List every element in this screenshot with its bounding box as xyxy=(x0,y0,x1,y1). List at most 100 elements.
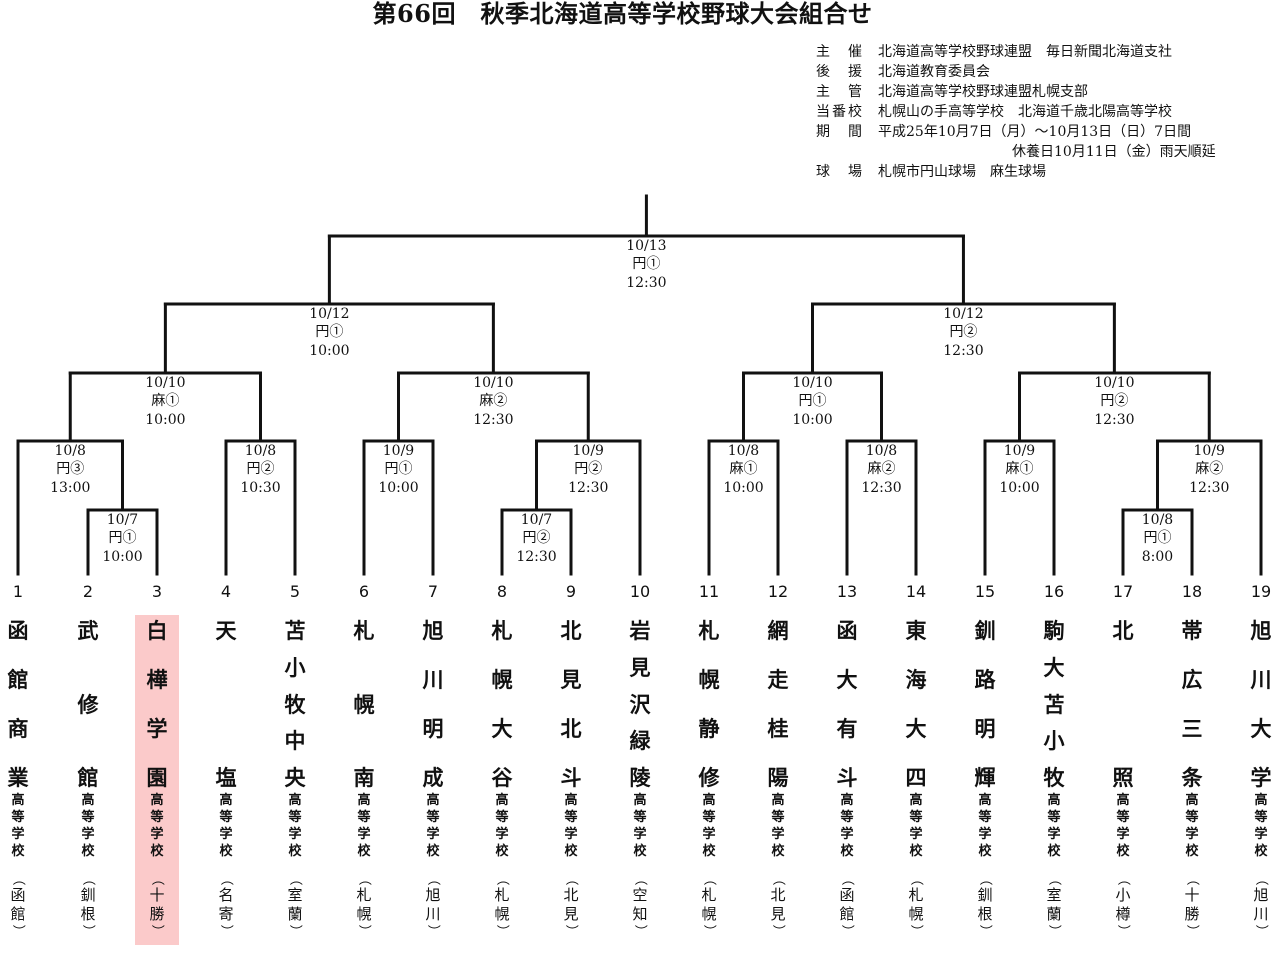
info-value: 休養日10月11日（金）雨天順延 xyxy=(1012,144,1216,160)
school-name-char: 大 xyxy=(905,716,927,741)
school-suffix-char: 等 xyxy=(564,810,578,825)
school-region: （札幌） xyxy=(908,872,924,938)
region-paren: （ xyxy=(10,872,26,886)
info-value: 北海道教育委員会 xyxy=(878,64,990,80)
school-suffix: 高等学校 xyxy=(219,792,232,860)
school-suffix-char: 校 xyxy=(840,844,854,859)
school-name-char: 大 xyxy=(1250,716,1272,741)
school-name-char: 北 xyxy=(560,618,582,643)
game-venue: 麻① xyxy=(1006,461,1034,477)
school-name-char: 三 xyxy=(1181,716,1203,741)
region-char: 根 xyxy=(977,905,993,923)
school-suffix-char: 学 xyxy=(150,827,164,842)
school-suffix-char: 高 xyxy=(909,793,923,808)
region-paren: ） xyxy=(1115,924,1131,938)
school-name-char: 北 xyxy=(1112,618,1134,643)
school-suffix-char: 校 xyxy=(11,844,25,859)
region-paren: ） xyxy=(149,924,165,938)
school-suffix-char: 学 xyxy=(702,827,716,842)
slot-number: 12 xyxy=(767,582,789,601)
school-name-char: 小 xyxy=(284,654,306,680)
region-paren: ） xyxy=(563,924,579,938)
game-venue: 円② xyxy=(1100,393,1128,409)
region-paren: （ xyxy=(908,872,924,886)
school-suffix-char: 等 xyxy=(495,810,509,825)
school-column: 函大有斗高等学校（函館） xyxy=(825,615,869,945)
school-name-char: 四 xyxy=(905,765,927,790)
school-suffix: 高等学校 xyxy=(633,792,646,860)
school-name: 函大有斗 xyxy=(825,615,869,790)
region-paren: （ xyxy=(701,872,717,886)
region-char: 函 xyxy=(10,886,26,904)
school-suffix-char: 校 xyxy=(288,844,302,859)
school-name-char: 帯 xyxy=(1181,618,1203,643)
game-date: 10/9 xyxy=(573,443,604,459)
school-name-char: 武 xyxy=(77,618,99,643)
game-date: 10/8 xyxy=(866,443,897,459)
school-suffix: 高等学校 xyxy=(771,792,784,860)
region-char: 札 xyxy=(908,886,924,904)
school-name-char: 条 xyxy=(1181,765,1203,790)
school-suffix: 高等学校 xyxy=(426,792,439,860)
school-name-char: 桂 xyxy=(767,716,789,741)
school-column: 駒大苫小牧高等学校（室蘭） xyxy=(1032,615,1076,945)
school-suffix-char: 高 xyxy=(633,793,647,808)
region-paren: ） xyxy=(494,924,510,938)
school-suffix-char: 等 xyxy=(909,810,923,825)
school-suffix-char: 高 xyxy=(564,793,578,808)
region-char: 蘭 xyxy=(1046,905,1062,923)
game-time: 10:00 xyxy=(378,480,418,496)
school-region: （十勝） xyxy=(1184,872,1200,938)
game-time: 12:30 xyxy=(943,343,983,359)
school-suffix: 高等学校 xyxy=(978,792,991,860)
school-name-char: 牧 xyxy=(1043,765,1065,790)
region-paren: （ xyxy=(287,872,303,886)
tournament-info: 主 催北海道高等学校野球連盟 毎日新聞北海道支社 後 援北海道教育委員会 主 管… xyxy=(816,42,1216,182)
school-name-char: 館 xyxy=(77,765,99,790)
region-paren: （ xyxy=(839,872,855,886)
school-name-char: 輝 xyxy=(974,765,996,790)
school-suffix-char: 等 xyxy=(771,810,785,825)
region-paren: ） xyxy=(1184,924,1200,938)
info-label: 主 管 xyxy=(816,84,864,100)
school-region: （札幌） xyxy=(494,872,510,938)
school-name-char: 札 xyxy=(353,618,375,643)
game-venue: 麻① xyxy=(151,393,179,409)
info-row-rest-day: 休養日10月11日（金）雨天順延 xyxy=(816,142,1216,162)
game-time: 10:30 xyxy=(240,480,280,496)
region-paren: ） xyxy=(839,924,855,938)
school-name: 北見北斗 xyxy=(549,615,593,790)
game-date: 10/8 xyxy=(728,443,759,459)
region-char: 室 xyxy=(1046,886,1062,904)
game-venue: 円③ xyxy=(56,461,84,477)
game-date: 10/9 xyxy=(1194,443,1225,459)
school-column: 天塩高等学校（名寄） xyxy=(204,615,248,945)
school-name-char: 照 xyxy=(1112,765,1134,790)
school-suffix: 高等学校 xyxy=(1047,792,1060,860)
region-paren: （ xyxy=(1253,872,1269,886)
school-name-char: 広 xyxy=(1181,667,1203,692)
region-paren: （ xyxy=(563,872,579,886)
region-paren: （ xyxy=(149,872,165,886)
school-suffix-char: 学 xyxy=(357,827,371,842)
region-paren: ） xyxy=(425,924,441,938)
school-name-char: 旭 xyxy=(1250,618,1272,643)
region-paren: （ xyxy=(770,872,786,886)
school-name-char: 明 xyxy=(974,716,996,741)
school-suffix-char: 学 xyxy=(495,827,509,842)
info-value: 北海道高等学校野球連盟 毎日新聞北海道支社 xyxy=(878,44,1172,60)
school-suffix-char: 高 xyxy=(1116,793,1130,808)
school-suffix-char: 高 xyxy=(840,793,854,808)
slot-number: 5 xyxy=(289,582,301,601)
slot-number: 1 xyxy=(12,582,24,601)
info-label: 球 場 xyxy=(816,164,864,180)
school-suffix: 高等学校 xyxy=(702,792,715,860)
school-suffix-char: 等 xyxy=(426,810,440,825)
region-char: 室 xyxy=(287,886,303,904)
school-name-char: 沢 xyxy=(629,691,651,717)
school-region: （室蘭） xyxy=(287,872,303,938)
game-venue: 円② xyxy=(949,324,977,340)
slot-number: 6 xyxy=(358,582,370,601)
school-suffix-char: 学 xyxy=(840,827,854,842)
region-char: 旭 xyxy=(425,886,441,904)
